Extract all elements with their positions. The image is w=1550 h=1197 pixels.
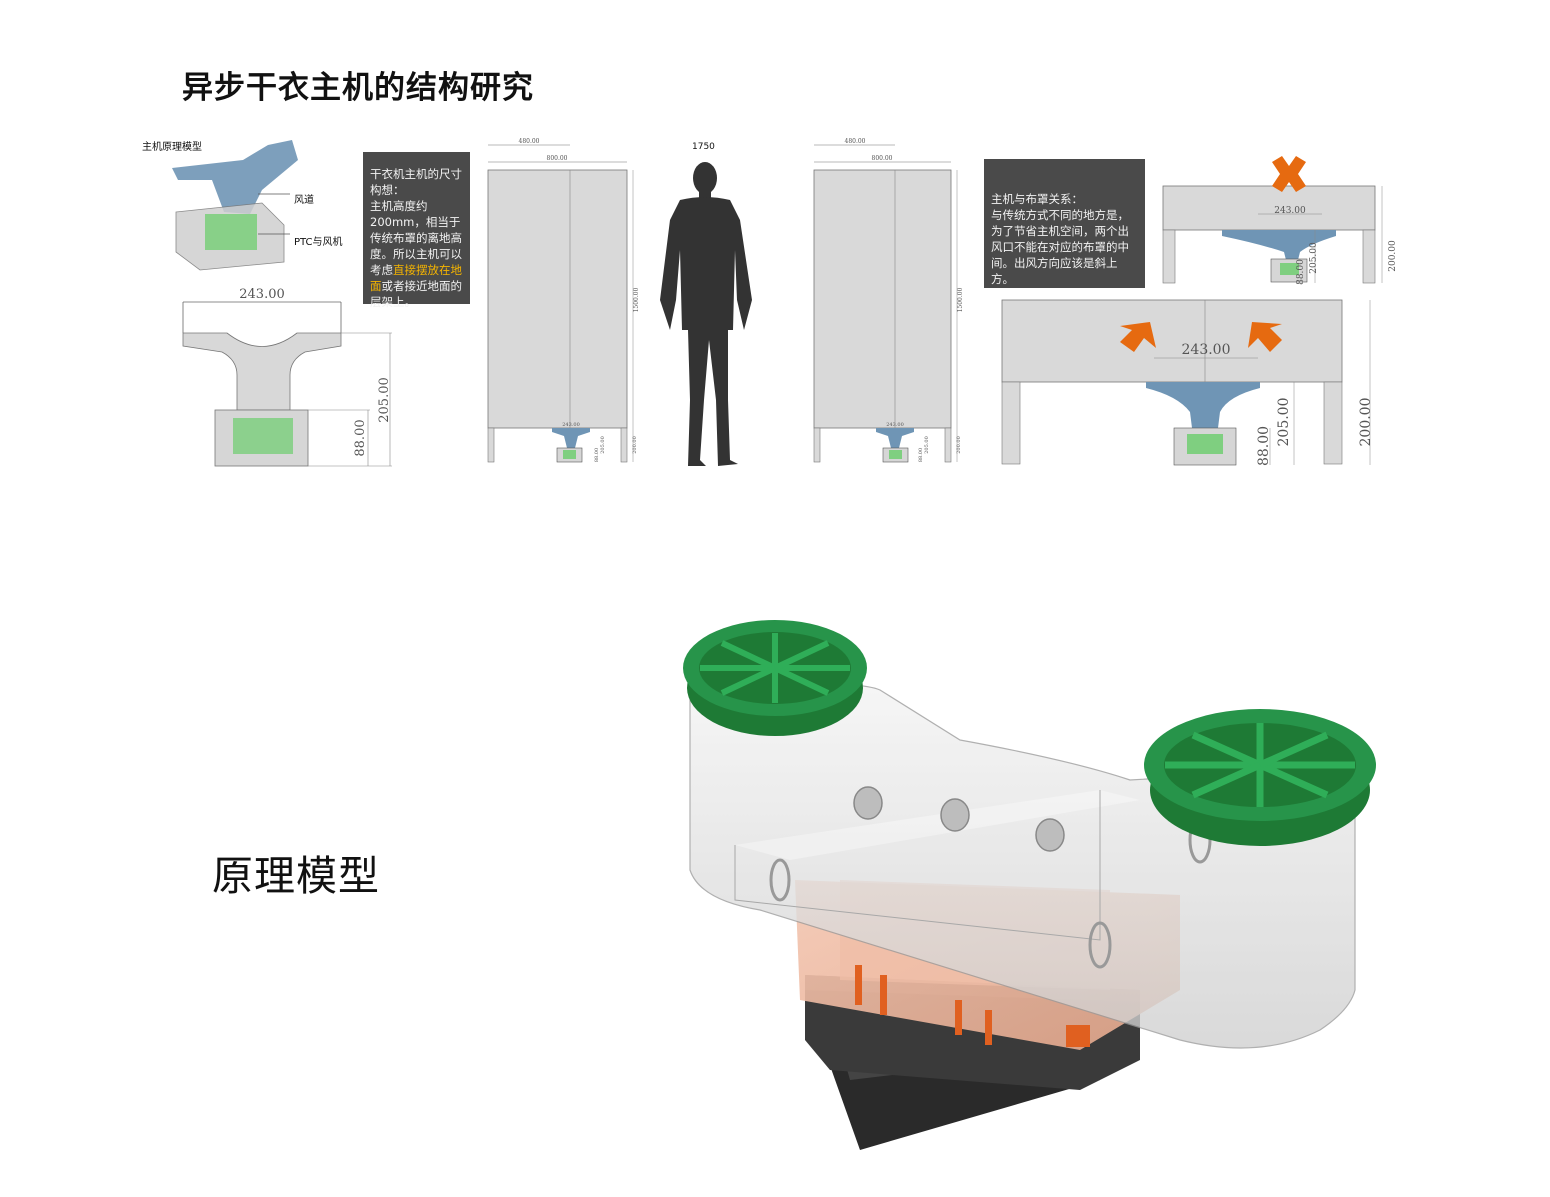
- cabinet-right-dim-a: 88.00: [918, 448, 924, 462]
- arrow-upleft-icon: [1120, 322, 1156, 352]
- principle-model-3d: [172, 140, 298, 271]
- relation-small: [1162, 156, 1383, 284]
- relation-large: [1001, 299, 1371, 466]
- principle-dim-width: 243.00: [239, 287, 285, 302]
- note1-line1: 干衣机主机的尺寸构想：: [370, 167, 462, 197]
- reject-x-icon: [1272, 156, 1306, 192]
- cabinet-left-dim-480: 480.00: [519, 138, 540, 145]
- cabinet-left-dim-a: 88.00: [594, 448, 600, 462]
- relation-large-dim-b: 205.00: [1276, 398, 1292, 447]
- cabinet-left: [487, 144, 634, 463]
- section-title-principle-model: 原理模型: [212, 852, 380, 900]
- dimension-note: 干衣机主机的尺寸构想： 主机高度约200mm，相当于传统布罩的离地高度。所以主机…: [363, 152, 470, 309]
- relation-note: 主机与布罩关系： 与传统方式不同的地方是，为了节省主机空间，两个出风口不能在对应…: [984, 159, 1145, 288]
- relation-large-dim-width: 243.00: [1182, 342, 1231, 358]
- cabinet-left-dim-800: 800.00: [547, 155, 568, 162]
- principle-model-render: [683, 620, 1376, 1150]
- cabinet-right-dim-b: 205.00: [924, 436, 930, 454]
- relation-small-dim-width: 243.00: [1274, 206, 1306, 216]
- relation-small-dim-c: 200.00: [1388, 240, 1398, 272]
- cabinet-right-dim-480: 480.00: [845, 138, 866, 145]
- principle-dim-total: 205.00: [377, 377, 392, 423]
- cabinet-left-dim-c: 200.00: [632, 436, 638, 454]
- note2-line1: 主机与布罩关系：: [991, 192, 1083, 206]
- note1-highlight: 直接摆放在地面: [370, 263, 462, 293]
- ptc-fan-label: PTC与风机: [294, 237, 343, 248]
- cabinet-right-dim-height: 1500.00: [957, 287, 964, 312]
- note1-line2: 主机高度约200mm，相当于传统布罩的离地高度。所以主机可以考虑: [370, 199, 462, 277]
- principle-section: [182, 301, 392, 467]
- note1-line3: 或者接近地面的层架上。: [370, 279, 462, 309]
- relation-small-dim-b: 205.00: [1309, 242, 1319, 274]
- person-silhouette: [660, 162, 752, 466]
- duct-label: 风道: [294, 195, 314, 206]
- cabinet-right: [813, 144, 958, 463]
- relation-small-dim-a: 88.00: [1296, 259, 1306, 285]
- relation-large-dim-a: 88.00: [1256, 426, 1272, 466]
- principle-model-label: 主机原理模型: [142, 142, 202, 153]
- cabinet-left-dim-height: 1500.00: [633, 287, 640, 312]
- cabinet-left-dim-b: 205.00: [600, 436, 606, 454]
- cabinet-right-dim-800: 800.00: [872, 155, 893, 162]
- page-title: 异步干衣主机的结构研究: [182, 70, 534, 106]
- relation-large-dim-c: 200.00: [1358, 398, 1374, 447]
- cabinet-left-dim-inner: 243.00: [562, 422, 580, 428]
- cabinet-right-dim-inner: 243.00: [886, 422, 904, 428]
- arrow-upright-icon: [1248, 322, 1282, 352]
- note2-line2: 与传统方式不同的地方是，为了节省主机空间，两个出风口不能在对应的布罩的中间。出风…: [991, 208, 1129, 286]
- person-height-label: 1750: [692, 142, 715, 152]
- principle-dim-base: 88.00: [353, 419, 368, 456]
- cabinet-right-dim-c: 200.00: [956, 436, 962, 454]
